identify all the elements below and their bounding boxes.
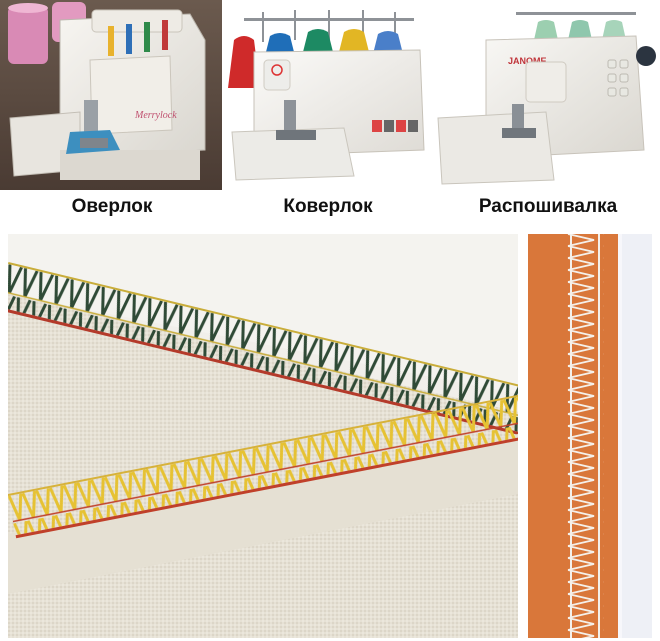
overlock-photo: Merrylock [0, 0, 222, 190]
coverstitch-machine-illustration: JANOME [436, 0, 660, 190]
overlock-label: Оверлок [71, 196, 153, 217]
coverstitch-seam-illustration [528, 234, 652, 638]
coverlock-machine-illustration [224, 0, 434, 190]
coverstitch-label: Распошивалка [478, 196, 618, 217]
coverlock-label: Коверлок [283, 196, 373, 217]
overlock-seam-illustration [8, 234, 518, 638]
coverstitch-seam-closeup [528, 234, 652, 638]
coverstitch-machine-photo: JANOME [436, 0, 660, 190]
overlock-stitch-closeup [8, 234, 518, 638]
overlock-machine-illustration: Merrylock [0, 0, 222, 190]
brand-text: JANOME [508, 56, 547, 66]
coverlock-photo [224, 0, 434, 190]
brand-text: Merrylock [134, 110, 177, 121]
